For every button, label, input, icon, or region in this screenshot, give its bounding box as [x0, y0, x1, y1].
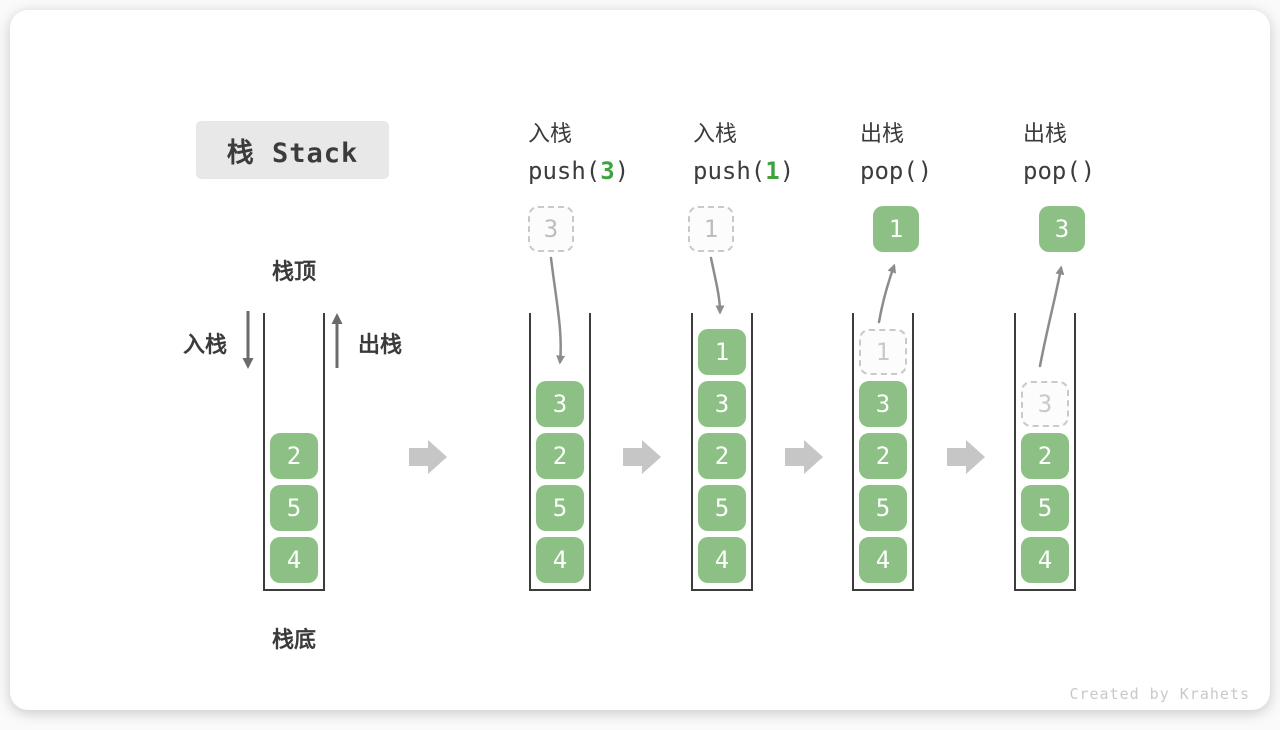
stack-cell: 2 [1021, 433, 1069, 479]
code-arg: 1 [765, 157, 780, 185]
diagram-card: 栈 Stack 栈顶 栈底 入栈 出栈 入栈 push(3) 入栈 push(1… [10, 10, 1270, 710]
step-label: 出栈 [1023, 121, 1068, 146]
stack-cell: 5 [270, 485, 318, 531]
stack-cell: 3 [859, 381, 907, 427]
stack-cell: 1 [698, 329, 746, 375]
step-label: 出栈 [860, 121, 905, 146]
step-transition-arrow [947, 440, 985, 474]
step-header-push-1: 入栈 push(1) [693, 116, 843, 185]
push-side-label: 入栈 [182, 332, 227, 357]
step-label: 入栈 [693, 121, 738, 146]
stack-cell: 2 [536, 433, 584, 479]
stack-cell: 4 [270, 537, 318, 583]
code-arg: 3 [600, 157, 615, 185]
stack-cell: 4 [698, 537, 746, 583]
step-code: push(3) [528, 157, 630, 185]
stack-cell: 4 [859, 537, 907, 583]
stack-cell: 2 [270, 433, 318, 479]
title-badge: 栈 Stack [196, 121, 389, 179]
step-code: push(1) [693, 157, 795, 185]
stack-cell: 2 [859, 433, 907, 479]
stack-cell: 5 [698, 485, 746, 531]
pop-side-label: 出栈 [357, 332, 402, 357]
step-header-pop-1: 出栈 pop() [860, 116, 1010, 185]
stack-cell: 5 [536, 485, 584, 531]
step-label: 入栈 [528, 121, 573, 146]
stack-cell: 3 [698, 381, 746, 427]
stack-cell: 3 [536, 381, 584, 427]
popped-value-box: 1 [873, 206, 919, 252]
step-code: pop() [860, 157, 933, 185]
stack-cell: 4 [536, 537, 584, 583]
pushed-value-box: 3 [528, 206, 574, 252]
push-flow-arrow-step2 [709, 256, 725, 315]
step-transition-arrow [785, 440, 823, 474]
step-transition-arrow [409, 440, 447, 474]
stack-top-label: 栈顶 [271, 259, 316, 284]
stack-cell: 5 [1021, 485, 1069, 531]
popped-ghost-cell: 1 [859, 329, 907, 375]
pushed-value-box: 1 [688, 206, 734, 252]
credit-text: Created by Krahets [1069, 685, 1250, 703]
stack-cell: 4 [1021, 537, 1069, 583]
stack-bottom-label: 栈底 [271, 627, 316, 652]
step-header-pop-3: 出栈 pop() [1023, 116, 1173, 185]
step-transition-arrow [623, 440, 661, 474]
popped-ghost-cell: 3 [1021, 381, 1069, 427]
popped-value-box: 3 [1039, 206, 1085, 252]
stack-cell: 5 [859, 485, 907, 531]
stack-cell: 2 [698, 433, 746, 479]
step-code: pop() [1023, 157, 1096, 185]
step-header-push-3: 入栈 push(3) [528, 116, 678, 185]
